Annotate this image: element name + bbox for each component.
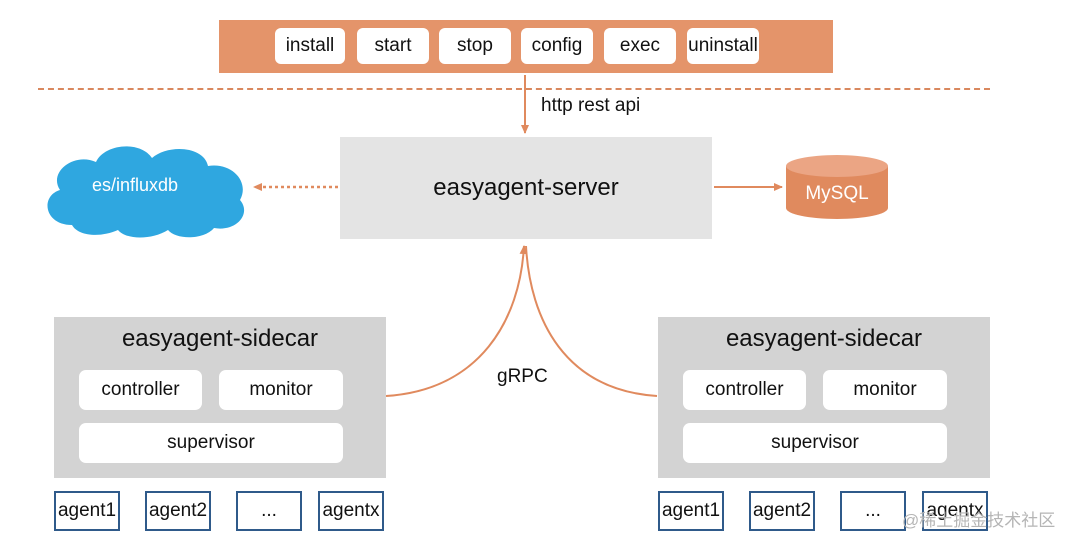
watermark: @稀土掘金技术社区 — [902, 511, 1056, 530]
monitor-box: monitor — [823, 370, 947, 410]
supervisor-box: supervisor — [79, 423, 343, 463]
config-button[interactable]: config — [521, 28, 593, 64]
server-label: easyagent-server — [433, 174, 619, 201]
database-label: MySQL — [805, 183, 869, 204]
agent-box: agentx — [318, 491, 384, 531]
controller-box: controller — [79, 370, 202, 410]
stop-button[interactable]: stop — [439, 28, 511, 64]
grpc-curve-right — [525, 245, 658, 397]
agent-box: ... — [840, 491, 906, 531]
agent-box: ... — [236, 491, 302, 531]
database-icon — [786, 155, 888, 219]
storage-label: es/influxdb — [92, 175, 179, 195]
command-toolbar: install start stop config exec uninstall — [219, 20, 833, 73]
agent-box: agent1 — [658, 491, 724, 531]
divider — [38, 88, 990, 90]
uninstall-button[interactable]: uninstall — [687, 28, 759, 64]
agent-box: agent2 — [145, 491, 211, 531]
sidecar-title: easyagent-sidecar — [725, 325, 923, 352]
controller-box: controller — [683, 370, 806, 410]
start-button[interactable]: start — [357, 28, 429, 64]
sidecar-title: easyagent-sidecar — [121, 325, 319, 352]
exec-button[interactable]: exec — [604, 28, 676, 64]
monitor-box: monitor — [219, 370, 343, 410]
grpc-label: gRPC — [497, 366, 548, 387]
agent-box: agent2 — [749, 491, 815, 531]
supervisor-box: supervisor — [683, 423, 947, 463]
agent-box: agent1 — [54, 491, 120, 531]
sidecar-box-left: easyagent-sidecar controller monitor sup… — [54, 317, 386, 478]
install-button[interactable]: install — [275, 28, 345, 64]
cloud-icon — [47, 146, 245, 238]
agent-box: agentx — [922, 491, 988, 531]
server-box: easyagent-server — [340, 137, 712, 239]
sidecar-box-right: easyagent-sidecar controller monitor sup… — [658, 317, 990, 478]
api-label: http rest api — [541, 95, 641, 116]
grpc-curve-left — [385, 245, 528, 397]
